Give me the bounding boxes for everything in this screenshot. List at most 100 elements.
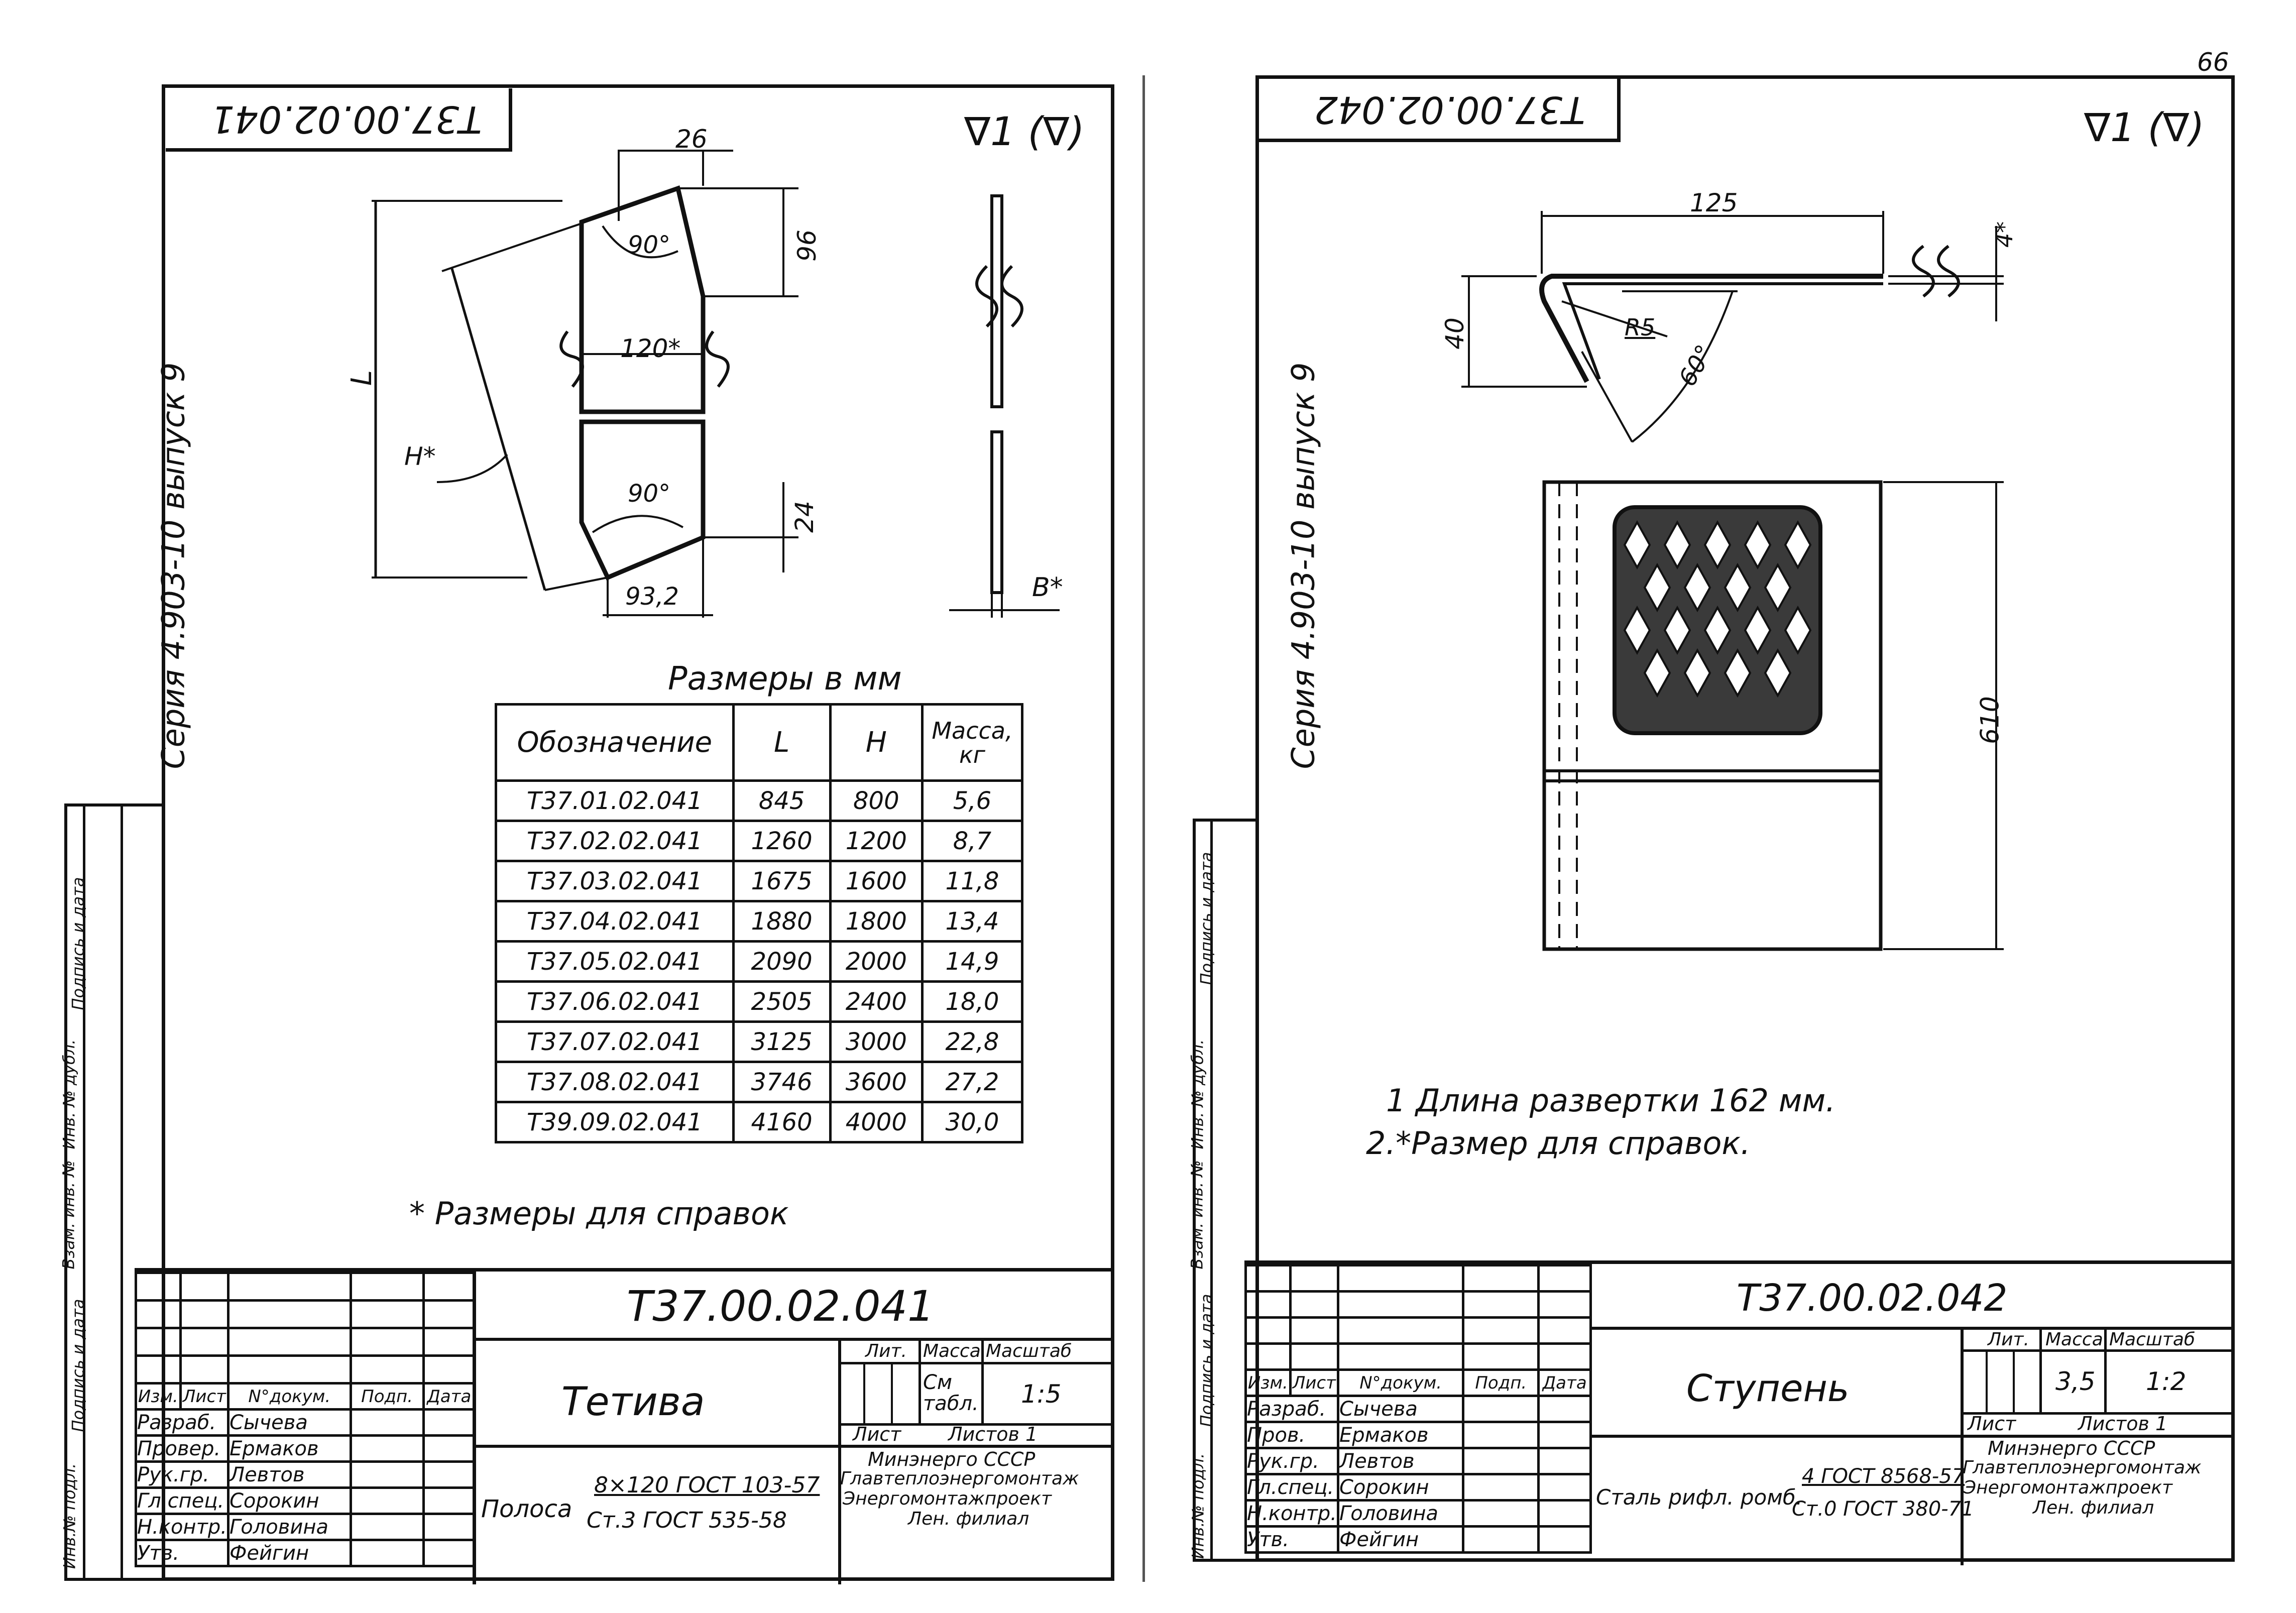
left-table-header-L: L (732, 703, 832, 782)
left-tb-header-doc: N°докум. (226, 1382, 352, 1411)
left-tb-sheet-label: Лист (853, 1423, 901, 1445)
table-row: Рук.гр.Левтов (1244, 1447, 1592, 1475)
right-tb-scale-label: Масштаб (2109, 1329, 2196, 1350)
right-tb-doc-code: Т37.00.02.042 (1737, 1277, 2008, 1320)
left-tb-header-izm: Изм. (135, 1382, 182, 1411)
left-dim-90a: 90° (628, 231, 671, 259)
right-tb-sheets-label: Листов 1 (2078, 1413, 2168, 1435)
right-code-box: Т37.00.02.042 (1259, 79, 1621, 142)
table-row: Рук.гр.Левтов (135, 1460, 477, 1489)
table-cell: 8,7 (921, 820, 1024, 862)
table-cell: 1675 (732, 860, 832, 902)
table-cell: 4160 (732, 1101, 832, 1143)
table-cell: 4000 (829, 1101, 924, 1143)
table-cell: Т37.02.02.041 (495, 820, 735, 862)
right-dim-40: 40 (1440, 317, 1469, 350)
left-tb-mass-value: См табл. (923, 1371, 979, 1415)
right-tb-vline-d (2013, 1352, 2015, 1412)
right-sheet-frame (1255, 75, 2235, 1562)
table-row: Н.контр.Головина (135, 1513, 477, 1541)
right-tb-mass-label: Масса (2045, 1329, 2103, 1350)
right-tb-material-bottom: Ст.0 ГОСТ 380-71 (1792, 1497, 1974, 1521)
right-dim-R5: R5 (1625, 314, 1656, 341)
right-tb-person: Ермаков (1336, 1421, 1465, 1449)
left-tb-doc-code: Т37.00.02.041 (627, 1282, 935, 1331)
table-row: Гл.спец.Сорокин (135, 1486, 477, 1515)
left-tb-scale-label: Масштаб (986, 1341, 1072, 1361)
right-tb-material-label: Сталь рифл. ромб. (1596, 1485, 1803, 1510)
left-dim-H: H* (404, 442, 436, 471)
right-tb-header-date: Дата (1537, 1368, 1592, 1397)
left-reference-note: * Размеры для справок (409, 1195, 789, 1232)
table-cell: 845 (732, 779, 832, 822)
left-sheet-frame (162, 84, 1114, 1581)
right-tb-header-sign: Подп. (1462, 1368, 1540, 1397)
right-tb-person: Головина (1336, 1499, 1465, 1528)
left-tb-personnel-grid: Изм. Лист N°докум. Подп. Дата Разраб.Сыч… (135, 1272, 477, 1567)
table-cell: Т37.01.02.041 (495, 779, 735, 822)
left-tb-scale-value: 1:5 (1021, 1379, 1062, 1409)
right-tb-mass-value: 3,5 (2055, 1367, 2096, 1396)
left-tb-role: Рук.гр. (135, 1460, 229, 1489)
left-tb-person: Головина (226, 1513, 352, 1541)
right-tb-role: Пров. (1244, 1421, 1339, 1449)
right-tb-vline-info (1961, 1327, 1964, 1565)
table-cell: 2400 (829, 980, 924, 1023)
left-tb-role: Н.контр. (135, 1513, 229, 1541)
left-tb-material-top: 8×120 ГОСТ 103-57 (594, 1472, 820, 1498)
left-roughness-symbol: ∇1 (∇) (964, 109, 1085, 155)
right-tb-role: Рук.гр. (1244, 1447, 1339, 1475)
left-tb-person: Сычева (226, 1408, 352, 1437)
right-tb-person: Сычева (1336, 1395, 1465, 1423)
left-tb-header-sign: Подп. (349, 1382, 425, 1411)
left-code-box: Т37.00.02.041 (166, 88, 512, 152)
right-tb-person: Сорокин (1336, 1473, 1465, 1502)
right-binding-divider (1210, 819, 1213, 1562)
left-tb-vline-c (863, 1364, 865, 1423)
table-cell: 2000 (829, 940, 924, 983)
left-dim-120: 120* (620, 334, 681, 363)
left-tb-org-line-3: Энергомонтажпроект (843, 1488, 1052, 1509)
right-dim-125: 125 (1690, 188, 1738, 217)
table-row: Провер.Ермаков (135, 1434, 477, 1463)
left-table-header-H: H (829, 703, 924, 782)
table-row: Утв.Фейгин (135, 1539, 477, 1567)
table-cell: 2505 (732, 980, 832, 1023)
left-tb-person: Ермаков (226, 1434, 352, 1463)
left-dim-26: 26 (675, 125, 708, 154)
left-tb-org-line-2: Главтеплоэнергомонтаж (840, 1468, 1079, 1489)
table-cell: 3600 (829, 1061, 924, 1103)
right-tb-vline-c (1986, 1352, 1988, 1412)
left-tb-person: Сорокин (226, 1486, 352, 1515)
left-dim-93: 93,2 (625, 583, 679, 611)
left-tb-hline-1 (476, 1338, 1114, 1341)
table-cell: Т37.07.02.041 (495, 1020, 735, 1063)
left-tb-part-name: Тетива (561, 1379, 705, 1425)
left-tb-vline-a (919, 1338, 921, 1423)
table-cell: 13,4 (921, 900, 1024, 943)
right-dim-610: 610 (1975, 696, 2005, 744)
left-tb-material-bottom: Ст.3 ГОСТ 535-58 (587, 1508, 787, 1533)
right-tb-org-line-1: Минэнерго СССР (1988, 1437, 2155, 1459)
left-tb-hline-3 (838, 1362, 1114, 1364)
left-binding-divider-1 (83, 803, 85, 1581)
table-cell: 3125 (732, 1020, 832, 1063)
right-tb-org-line-2: Главтеплоэнергомонтаж (1963, 1457, 2202, 1478)
right-tb-header-doc: N°докум. (1336, 1368, 1465, 1397)
left-tb-role: Гл.спец. (135, 1486, 229, 1515)
page-number: 66 (2197, 48, 2229, 77)
table-cell: 1260 (732, 820, 832, 862)
right-roughness-symbol: ∇1 (∇) (2084, 105, 2205, 151)
left-tb-org-line-1: Минэнерго СССР (868, 1448, 1036, 1470)
right-tb-hline-1 (1592, 1327, 2235, 1330)
table-cell: 1880 (732, 900, 832, 943)
table-cell: 18,0 (921, 980, 1024, 1023)
right-note-1: 1 Длина развертки 162 мм. (1386, 1082, 1835, 1119)
table-cell: 2090 (732, 940, 832, 983)
table-cell: 14,9 (921, 940, 1024, 983)
left-tb-role: Разраб. (135, 1408, 229, 1437)
